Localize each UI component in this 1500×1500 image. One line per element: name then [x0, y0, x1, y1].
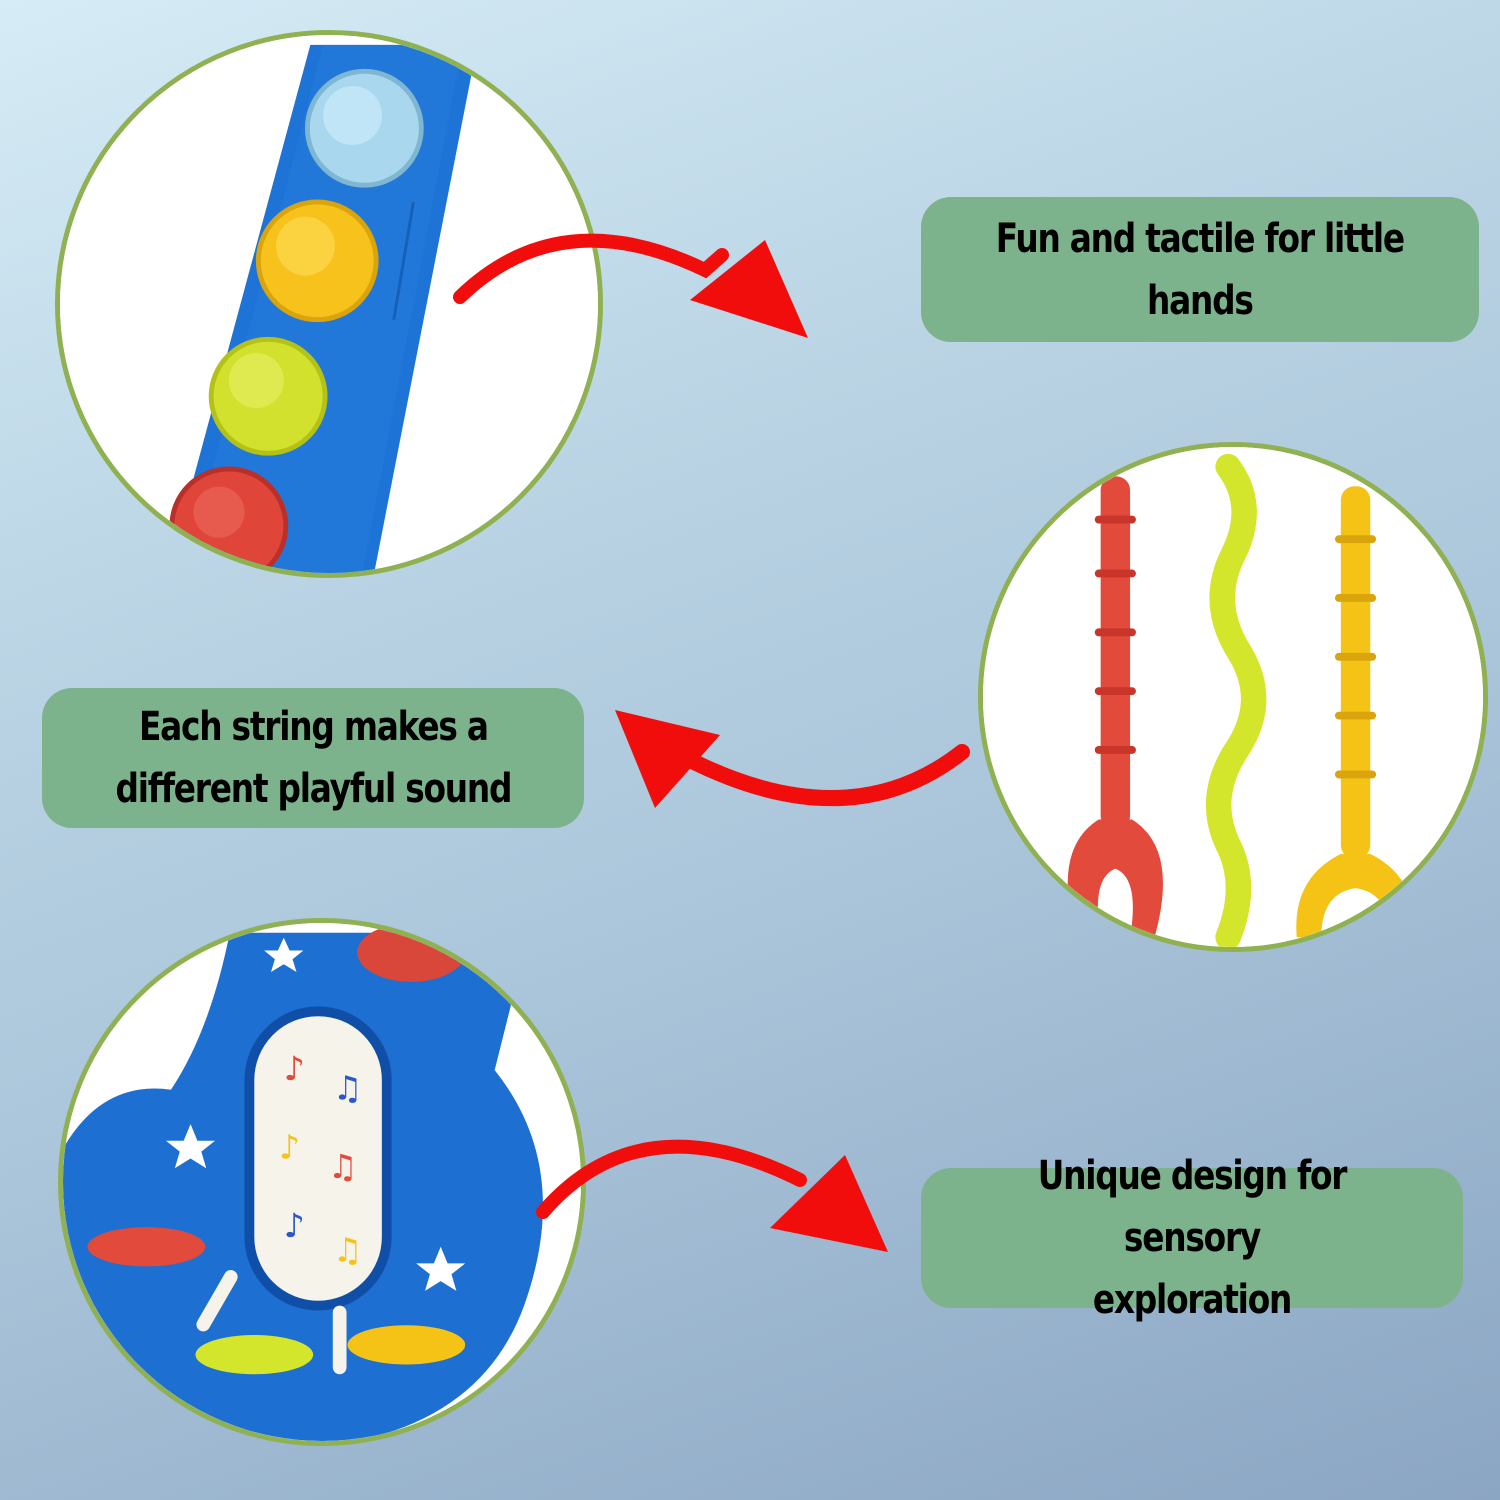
guitar-toy-closeup: ♪ ♫ ♪ ♫ ♪ ♫: [58, 918, 586, 1446]
pop-bubbles-closeup: [55, 30, 603, 578]
svg-text:♪: ♪: [279, 1127, 300, 1166]
feature-text-sound: Each string makes a different playful so…: [115, 704, 512, 812]
silicone-strings-closeup: [978, 442, 1488, 952]
feature-label-sound: Each string makes a different playful so…: [42, 688, 584, 828]
svg-text:♫: ♫: [328, 1147, 358, 1186]
svg-text:♫: ♫: [333, 1069, 363, 1108]
feature-text-design: Unique design for sensory exploration: [1037, 1153, 1348, 1323]
svg-text:♫: ♫: [333, 1230, 363, 1269]
svg-text:♪: ♪: [284, 1049, 305, 1088]
svg-text:♪: ♪: [284, 1206, 305, 1245]
feature-label-tactile: Fun and tactile for little hands: [921, 197, 1479, 342]
feature-label-design: Unique design for sensory exploration: [921, 1153, 1463, 1323]
feature-text-tactile: Fun and tactile for little hands: [995, 215, 1405, 324]
